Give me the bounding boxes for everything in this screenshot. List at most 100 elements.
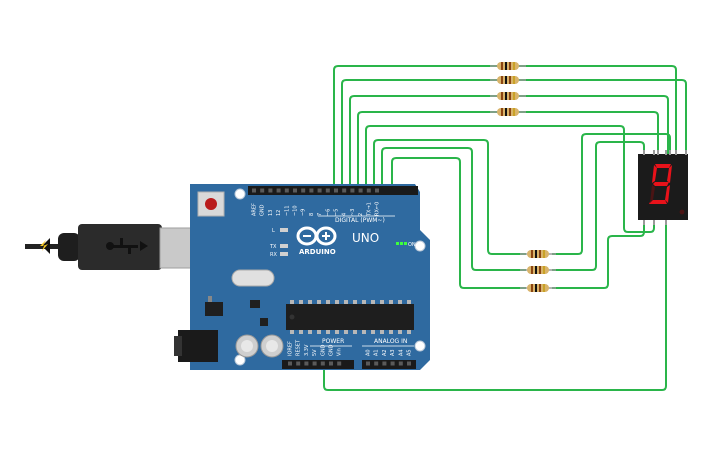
resistor-band — [531, 284, 533, 292]
header-pin[interactable] — [374, 361, 379, 366]
reset-button-cap[interactable] — [205, 198, 217, 210]
chip-pin — [326, 330, 330, 334]
digital-pin-holes — [252, 188, 379, 193]
segment-a — [655, 164, 671, 168]
header-pin[interactable] — [398, 361, 403, 366]
resistor[interactable] — [520, 250, 556, 258]
jumper-wire[interactable] — [373, 139, 526, 255]
led-rx-label: RX — [270, 252, 277, 258]
analog-header[interactable] — [362, 360, 416, 369]
segment-e — [650, 185, 655, 203]
header-pin[interactable] — [337, 361, 342, 366]
usb-cable[interactable] — [25, 224, 213, 270]
header-pin[interactable] — [342, 188, 347, 193]
dc-power-jack[interactable] — [178, 330, 218, 362]
display-pin[interactable] — [665, 220, 667, 225]
pin-label: ~6 — [325, 209, 331, 216]
display-pin[interactable] — [643, 220, 645, 225]
capacitor-top — [241, 340, 253, 352]
header-pin[interactable] — [268, 188, 273, 193]
chip-pin — [335, 330, 339, 334]
usb-symbol-icon — [106, 238, 148, 254]
resistor[interactable] — [490, 76, 526, 84]
header-pin[interactable] — [334, 188, 338, 193]
header-pin[interactable] — [350, 188, 355, 193]
resistor-band — [535, 284, 537, 292]
resistor[interactable] — [490, 92, 526, 100]
header-pin[interactable] — [382, 361, 387, 366]
chip-pin — [317, 330, 321, 334]
usb-boot — [58, 233, 80, 261]
header-pin[interactable] — [309, 188, 314, 193]
jumper-wire[interactable] — [381, 147, 526, 271]
power-header[interactable] — [282, 360, 354, 369]
jumper-wire[interactable] — [357, 111, 659, 188]
jumper-wire[interactable] — [391, 157, 526, 289]
jumper-wire[interactable] — [552, 141, 645, 271]
analog-pin-holes — [366, 361, 411, 366]
header-pin[interactable] — [366, 188, 371, 193]
display-pin[interactable] — [669, 150, 671, 155]
resistor-band — [505, 92, 507, 100]
resistor-band — [535, 250, 537, 258]
segment-d — [649, 200, 667, 204]
resistor[interactable] — [490, 108, 526, 116]
header-pin[interactable] — [276, 188, 281, 193]
display-pin[interactable] — [653, 150, 655, 155]
chip-pin — [389, 300, 393, 304]
jumper-wire[interactable] — [365, 125, 655, 233]
display-pin[interactable] — [657, 150, 659, 155]
jumper-wire[interactable] — [552, 133, 671, 255]
header-pin[interactable] — [358, 188, 363, 193]
header-pin[interactable] — [296, 361, 301, 366]
resistor-band — [531, 266, 533, 274]
chip-pin — [371, 330, 375, 334]
digital-header[interactable] — [248, 186, 418, 195]
display-pin[interactable] — [665, 150, 667, 155]
display-pin[interactable] — [643, 150, 645, 155]
resistor[interactable] — [520, 266, 556, 274]
pin-label: ~3 — [350, 209, 356, 216]
display-pin[interactable] — [675, 150, 677, 155]
header-pin[interactable] — [288, 361, 292, 366]
pin-label: ~10 — [293, 205, 299, 216]
jumper-wire[interactable] — [323, 220, 667, 391]
header-pin[interactable] — [407, 361, 411, 366]
display-pin[interactable] — [685, 150, 687, 155]
on-led — [396, 242, 399, 245]
header-pin[interactable] — [301, 188, 306, 193]
display-pin[interactable] — [653, 220, 655, 225]
header-pin[interactable] — [284, 188, 289, 193]
resistor-band — [543, 250, 545, 258]
header-pin[interactable] — [317, 188, 322, 193]
header-pin[interactable] — [366, 361, 370, 366]
header-pin[interactable] — [390, 361, 395, 366]
model-label: UNO — [352, 231, 379, 245]
header-pin[interactable] — [252, 188, 256, 193]
resistor-band — [513, 108, 515, 116]
seven-segment-display[interactable] — [638, 150, 688, 225]
header-pin[interactable] — [260, 188, 265, 193]
resistor-band — [505, 108, 507, 116]
header-pin[interactable] — [312, 361, 317, 366]
header-pin[interactable] — [375, 188, 379, 193]
header-pin[interactable] — [304, 361, 309, 366]
resistor-band — [509, 108, 511, 116]
resistor-band — [501, 62, 503, 70]
resistor-band — [501, 92, 503, 100]
header-pin[interactable] — [320, 361, 325, 366]
led-l — [280, 228, 288, 232]
resistor[interactable] — [490, 62, 526, 70]
header-pin[interactable] — [325, 188, 330, 193]
chip-pin — [344, 330, 348, 334]
jumper-wire[interactable] — [552, 220, 645, 289]
pin-label: 3.3V — [304, 344, 310, 356]
chip-pin — [317, 300, 321, 304]
resistor[interactable] — [520, 284, 556, 292]
header-pin[interactable] — [293, 188, 297, 193]
header-pin[interactable] — [329, 361, 333, 366]
mount-hole — [414, 340, 426, 352]
pin-label: A1 — [374, 349, 380, 356]
